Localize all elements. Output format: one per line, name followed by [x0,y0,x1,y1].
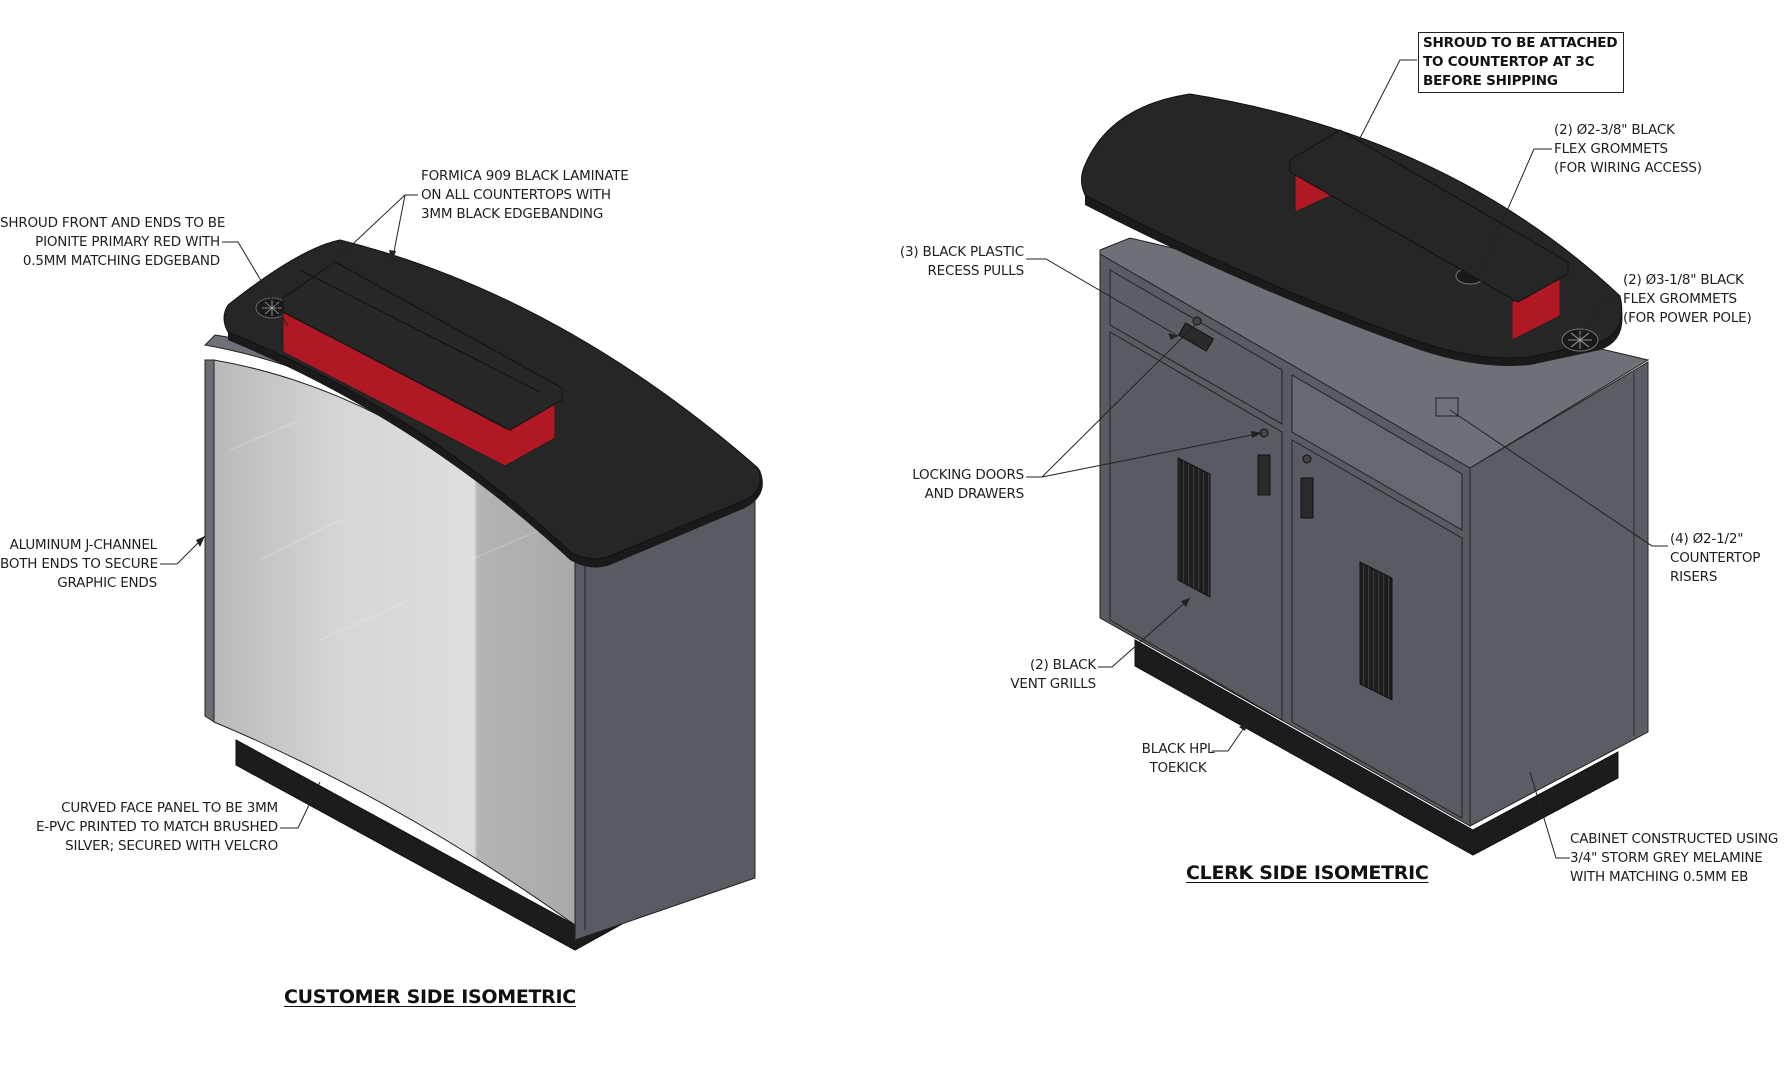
clerk-toekick [1134,639,1619,856]
callout-line: (4) Ø2-1/2" [1670,531,1744,547]
callout-line: VENT GRILLS [1010,676,1096,692]
customer-side-isometric [203,239,763,951]
clerk-cabinet-end [1469,361,1649,827]
callout-recess-pulls: (3) BLACK PLASTIC RECESS PULLS [860,243,1024,281]
callout-vent-grills: (2) BLACK VENT GRILLS [980,656,1096,694]
vent-grill-right [1359,561,1393,701]
callout-line: BLACK HPL [1141,741,1215,757]
vent-grill-left [1177,457,1211,598]
callout-countertop-risers: (4) Ø2-1/2" COUNTERTOP RISERS [1670,530,1760,587]
callout-line: RECESS PULLS [927,263,1024,279]
callout-cabinet-construction: CABINET CONSTRUCTED USING 3/4" STORM GRE… [1570,830,1778,887]
callout-line: BOTH ENDS TO SECURE [0,556,158,572]
curved-face-panel [213,359,576,926]
callout-line: CABINET CONSTRUCTED USING [1570,831,1779,847]
callout-line: CURVED FACE PANEL TO BE 3MM [61,800,278,816]
callout-locking-doors: LOCKING DOORS AND DRAWERS [860,466,1024,504]
callout-line: (FOR POWER POLE) [1623,310,1752,326]
callout-wiring-grommets: (2) Ø2-3/8" BLACK FLEX GROMMETS (FOR WIR… [1554,121,1702,178]
callout-line: TO COUNTERTOP AT 3C [1423,54,1595,70]
callout-line: WITH MATCHING 0.5MM EB [1570,869,1749,885]
callout-line: ON ALL COUNTERTOPS WITH [421,187,611,203]
callout-line: (2) Ø2-3/8" BLACK [1554,122,1675,138]
aluminum-j-channel [204,359,215,723]
callout-line: BEFORE SHIPPING [1423,73,1558,89]
callout-line: FORMICA 909 BLACK LAMINATE [421,168,629,184]
callout-curved-face-panel: CURVED FACE PANEL TO BE 3MM E-PVC PRINTE… [20,799,278,856]
clerk-drawer [1109,269,1283,425]
clerk-countertop [1081,93,1623,359]
callout-line: LOCKING DOORS [912,467,1024,483]
callout-line: SHROUD TO BE ATTACHED [1423,35,1618,51]
callout-line: FLEX GROMMETS [1554,141,1668,157]
callout-j-channel: ALUMINUM J-CHANNEL BOTH ENDS TO SECURE G… [0,536,158,593]
callout-line: GRAPHIC ENDS [57,575,157,591]
callout-line: ALUMINUM J-CHANNEL [9,537,158,553]
recess-pull-right-door [1300,477,1314,519]
callout-line: SILVER; SECURED WITH VELCRO [65,838,278,854]
callout-line: E-PVC PRINTED TO MATCH BRUSHED [35,819,278,835]
callout-countertop-laminate: FORMICA 909 BLACK LAMINATE ON ALL COUNTE… [421,167,629,224]
callout-line: TOEKICK [1149,760,1207,776]
callout-line: 3/4" STORM GREY MELAMINE [1570,850,1763,866]
view-title-clerk: CLERK SIDE ISOMETRIC [1186,862,1429,884]
callout-line: RISERS [1670,569,1718,585]
clerk-open-shelf [1291,374,1463,531]
callout-line: AND DRAWERS [924,486,1025,502]
view-title-customer: CUSTOMER SIDE ISOMETRIC [284,986,576,1008]
callout-line: (2) BLACK [1030,657,1096,673]
customer-shroud-top [282,261,563,431]
callout-line: 0.5MM MATCHING EDGEBAND [22,253,220,269]
callout-line: COUNTERTOP [1670,550,1761,566]
customer-shroud-red [282,311,556,467]
callout-toekick: BLACK HPL TOEKICK [1128,740,1228,778]
clerk-shroud-top [1289,129,1569,303]
note-shroud-attachment: SHROUD TO BE ATTACHED TO COUNTERTOP AT 3… [1418,32,1625,93]
callout-power-grommets: (2) Ø3-1/8" BLACK FLEX GROMMETS (FOR POW… [1623,271,1752,328]
recess-pull-drawer [1177,322,1215,352]
recess-pull-left-door [1257,454,1271,496]
callout-line: (3) BLACK PLASTIC [899,244,1024,260]
lock-drawer [1192,316,1202,326]
leader-arrowheads [196,250,1487,731]
callout-line: (2) Ø3-1/8" BLACK [1623,272,1744,288]
leader-lines [160,59,1668,859]
callout-line: PIONITE PRIMARY RED WITH [35,234,220,250]
callout-line: SHROUD FRONT AND ENDS TO BE [0,215,226,231]
callout-line: 3MM BLACK EDGEBANDING [421,206,604,222]
callout-line: FLEX GROMMETS [1623,291,1737,307]
clerk-side-isometric [1081,93,1650,856]
callout-line: (FOR WIRING ACCESS) [1554,160,1702,176]
lock-right-door [1302,454,1312,464]
callout-shroud-finish: SHROUD FRONT AND ENDS TO BE PIONITE PRIM… [0,214,226,271]
